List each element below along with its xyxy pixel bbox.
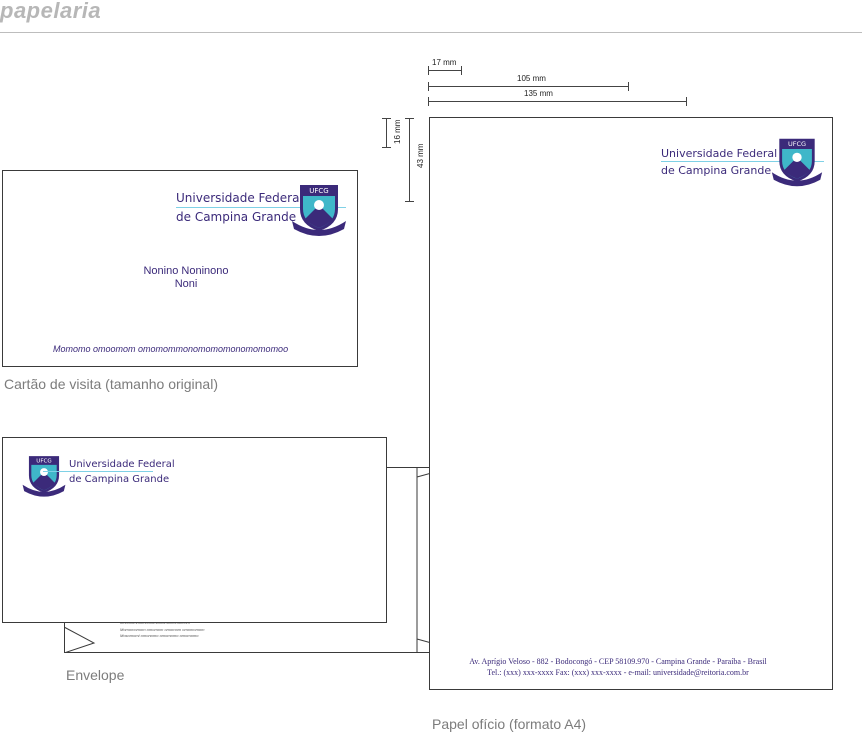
business-card: Universidade Federal de Campina Grande U…: [2, 170, 358, 367]
dim-17mm-line: [428, 70, 462, 71]
page-title: papelaria: [0, 0, 102, 23]
ufcg-crest-icon: UFCG: [771, 138, 823, 187]
dim-43mm-label: 43 mm: [416, 143, 425, 168]
crest-letters: UFCG: [788, 140, 806, 148]
title-divider: [0, 32, 862, 33]
envelope-caption: Envelope: [66, 667, 125, 683]
letterhead-university-line1: Universidade Federal: [661, 147, 778, 160]
ufcg-crest-icon: UFCG: [292, 185, 346, 236]
envelope-university-line2: de Campina Grande: [69, 474, 170, 485]
letterhead-university-line2: de Campina Grande: [661, 164, 772, 177]
envelope-university-line1: Universidade Federal: [69, 459, 175, 470]
card-university-line1: Universidade Federal: [176, 191, 303, 205]
dim-tick: [382, 118, 391, 119]
dim-tick: [405, 201, 414, 202]
crest-letters: UFCG: [309, 187, 328, 195]
dim-tick: [382, 147, 391, 148]
dim-17mm-label: 17 mm: [432, 58, 457, 67]
business-card-caption: Cartão de visita (tamanho original): [4, 376, 218, 392]
dim-105mm-label: 105 mm: [517, 74, 546, 83]
card-person-name: Nonino Noninono: [143, 265, 229, 277]
dim-tick: [461, 66, 462, 75]
letterhead-footer-address: Av. Aprígio Veloso - 882 - Bodocongó - C…: [469, 657, 767, 666]
dim-tick: [428, 97, 429, 106]
letterhead-sheet: Universidade Federal de Campina Grande U…: [429, 117, 833, 690]
dim-135mm-line: [428, 101, 687, 102]
letterhead-footer-contact: Tel.: (xxx) xxx-xxxx Fax: (xxx) xxx-xxxx…: [487, 668, 749, 677]
envelope-back-line-3: Mosomomi omonomo omomomo omomomo: [120, 633, 199, 638]
card-university-line2: de Campina Grande: [176, 210, 297, 224]
envelope-back-line-2: Momomomom omomom omomom omomomom: [120, 627, 205, 632]
dim-tick: [428, 82, 429, 91]
dim-105mm-line: [428, 86, 629, 87]
dim-135mm-label: 135 mm: [524, 89, 553, 98]
dim-16mm-line: [386, 118, 387, 148]
dim-43mm-line: [409, 118, 410, 202]
envelope-blue-rule: [43, 471, 153, 472]
envelope-front: UFCG Universidade Federal de Campina Gra…: [2, 437, 387, 623]
card-person-role: Noni: [174, 278, 198, 290]
card-tagline: Momomo omoomom omomommonomomomonomomomoo: [53, 344, 289, 354]
ufcg-crest-icon: UFCG: [22, 456, 66, 497]
dim-tick: [686, 97, 687, 106]
crest-letters: UFCG: [36, 459, 51, 465]
dim-16mm-label: 16 mm: [393, 119, 402, 144]
card-blue-rule: [176, 207, 346, 208]
dim-tick: [405, 118, 414, 119]
letterhead-caption: Papel ofício (formato A4): [432, 716, 587, 732]
letterhead-blue-rule: [661, 161, 824, 162]
dim-tick: [628, 82, 629, 91]
dim-tick: [428, 66, 429, 75]
